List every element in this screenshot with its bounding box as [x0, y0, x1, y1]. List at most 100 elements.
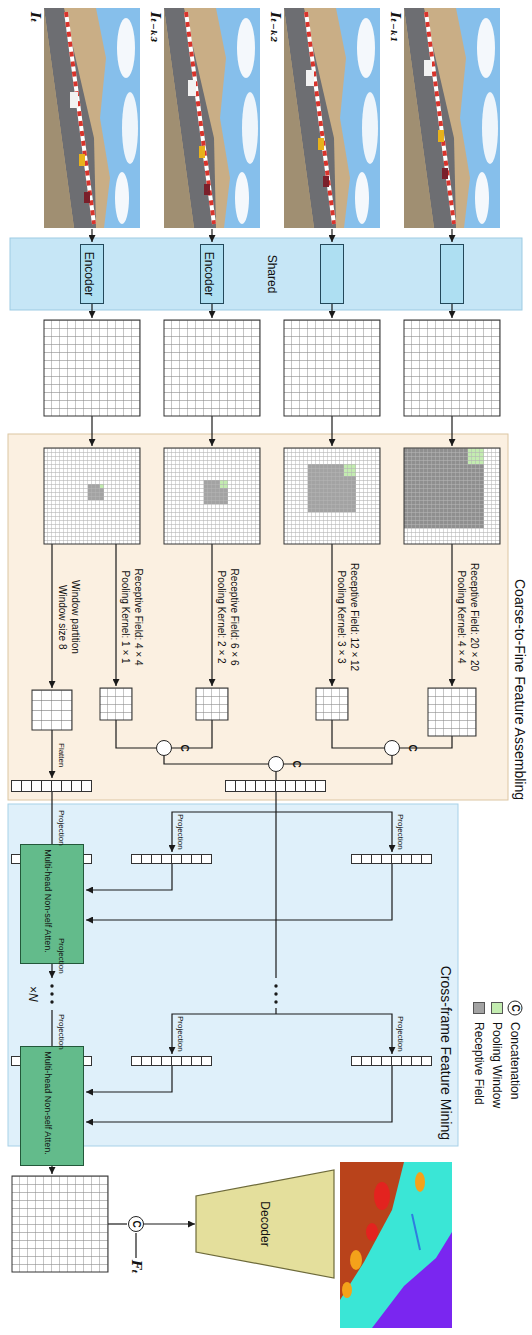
ellipsis-dots [50, 984, 277, 1003]
car [438, 130, 444, 142]
frame-label: Iₜ₋ₖ₃ [147, 12, 163, 42]
projection-label: Projection [395, 1016, 405, 1052]
car [199, 146, 205, 158]
frame-label: Iₜ₋ₖ₂ [267, 12, 283, 42]
frame-image [164, 8, 260, 228]
segmentation-output [372, 1232, 452, 1328]
legend-concat-sample [508, 1001, 522, 1015]
concat-symbol: C [508, 1005, 522, 1012]
segmentation-output [412, 1214, 420, 1250]
wires [91, 229, 92, 242]
pooled-maps [12, 1176, 108, 1272]
feature-maps [44, 320, 500, 416]
car [306, 70, 314, 86]
pooling-kernel-note: Pooling Kernel: 2 × 2 [215, 571, 227, 664]
wires [172, 720, 212, 748]
wires [275, 1008, 276, 1014]
receptive-field-note: Receptive Field: 4 × 4 [132, 569, 144, 666]
sampling-maps [284, 448, 380, 544]
segmentation-output [342, 1282, 352, 1298]
pooled-maps [428, 688, 476, 736]
concat-circle: C [268, 756, 284, 772]
wires [211, 304, 212, 318]
connector [144, 1223, 195, 1224]
token-vectors [11, 780, 92, 792]
projection-label: Projection [395, 814, 405, 850]
feature-maps [44, 320, 140, 416]
sampling-maps [44, 448, 140, 544]
frame-image [404, 8, 500, 228]
token-vectors [226, 781, 325, 791]
frame-image [44, 8, 140, 228]
pooled-maps [100, 688, 132, 720]
panel-fill [8, 434, 508, 800]
wires [116, 720, 156, 748]
sampling-maps [404, 448, 500, 544]
projection-label: Projection [56, 810, 66, 846]
pooled-maps [12, 1176, 108, 1272]
legend-text: Pooling Window [490, 1022, 504, 1108]
wires [91, 304, 92, 318]
concat-circle: C [128, 1216, 144, 1232]
wires [86, 1066, 392, 1122]
wires [332, 720, 384, 748]
pooled-maps [100, 688, 132, 720]
wires [275, 792, 276, 978]
sampling-maps [44, 448, 140, 544]
wires [211, 416, 212, 446]
input-frames [44, 8, 500, 228]
sampling-maps [404, 448, 500, 544]
concat-circle: C [384, 740, 400, 756]
attention-box: Multi-head Non-self Atten. [20, 844, 84, 964]
token-vectors [12, 781, 91, 791]
pooled-maps [32, 690, 72, 730]
pooled-maps [428, 688, 476, 736]
feature-maps [404, 320, 500, 416]
wires [172, 812, 276, 852]
wires [451, 229, 452, 242]
pooled-maps [100, 688, 132, 720]
wires [331, 416, 332, 446]
token-vectors [352, 855, 431, 863]
wires [51, 792, 52, 852]
window-note: Window size 8 [56, 585, 68, 649]
ellipsis-dots [50, 984, 53, 987]
concat-circle: C [156, 740, 172, 756]
sampling-maps [284, 448, 380, 544]
wires [331, 229, 332, 242]
segmentation-output [340, 1162, 452, 1328]
encoder-box: Encoder [440, 244, 464, 304]
connector [164, 756, 268, 764]
legend-text: Receptive Field [472, 1022, 486, 1105]
car [318, 138, 324, 150]
ellipsis-dots [274, 984, 277, 987]
node-label: Encoder [82, 252, 96, 297]
car [188, 80, 196, 96]
pooled-maps [316, 688, 348, 720]
assembling-panel: Coarse-to-Fine Feature AssemblingCCC [8, 434, 508, 800]
segmentation-output [350, 1250, 362, 1270]
legend-swatch [491, 1002, 503, 1014]
segmentation-output [366, 1223, 378, 1241]
legend-swatch [473, 1002, 485, 1014]
shared-band-fill [10, 238, 522, 310]
receptive-field-note: Receptive Field: 12 × 12 [348, 563, 360, 671]
feature-maps [164, 320, 260, 416]
flatten-label: Flatten [56, 743, 66, 767]
token-vectors [132, 855, 211, 863]
node-label: Encoder [202, 252, 216, 297]
wires [331, 304, 332, 318]
pooled-maps [428, 688, 476, 736]
car [442, 168, 448, 179]
window-note: Window partition [69, 580, 81, 654]
ellipsis-dots [274, 1000, 277, 1003]
token-vectors [352, 1057, 431, 1065]
wires [135, 1233, 136, 1258]
wires [51, 544, 52, 688]
sampling-maps [284, 448, 380, 544]
car [70, 92, 78, 108]
panel-title: Coarse-to-Fine Feature Assembling [512, 434, 528, 800]
repeat-count: ×N [26, 986, 40, 1002]
feature-maps [284, 320, 380, 416]
